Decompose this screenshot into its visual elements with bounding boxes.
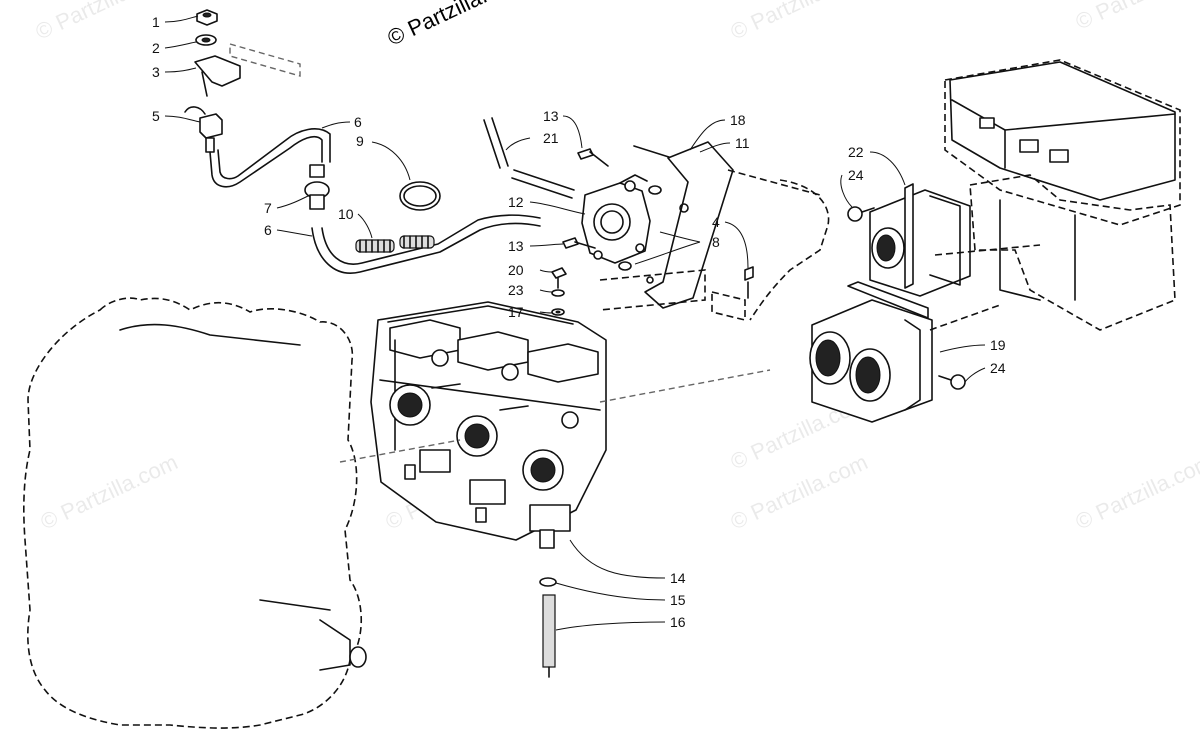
carburetor-assembly [370,301,607,549]
callout-label: 4 [712,214,720,230]
callout-label: 13 [543,108,559,124]
check-valve [304,164,330,210]
clamp-ring [399,181,441,211]
bolt-washers [551,267,567,316]
callout-label: 3 [152,64,160,80]
airbox-adapter-upper [869,183,1041,297]
watermark-layer: © Partzilla.com © Partzilla.com © Partzi… [32,0,1200,535]
callout-label: 13 [508,238,524,254]
callout-label: 10 [338,206,354,222]
engine-outline [23,297,771,729]
callout-label: 9 [356,133,364,149]
callout-label: 24 [848,167,864,183]
callout-label: 8 [712,234,720,250]
fuel-pump [581,174,651,264]
watermark: © Partzilla.com [1072,449,1200,534]
nut-washer-bracket [194,9,301,97]
callout-label: 20 [508,262,524,278]
callout-label: 7 [264,200,272,216]
watermark: © Partzilla.com [37,449,182,534]
callout-label: 2 [152,40,160,56]
watermark: © Partzilla.com [1072,0,1200,35]
callout-label: 19 [990,337,1006,353]
vacuum-hose-lower [311,214,541,274]
pump-washers [618,185,662,271]
callout-label: 21 [543,130,559,146]
callout-label: 22 [848,144,864,160]
springs [355,235,435,253]
callout-label: 24 [990,360,1006,376]
watermark: © Partzilla.com [384,0,529,51]
pump-mount-bracket [644,141,821,309]
push-rivets [847,206,966,390]
callout-label: 6 [354,114,362,130]
callout-leaders [164,15,986,631]
callout-label: 5 [152,108,160,124]
drain-hose [539,577,557,678]
solenoid-valve [184,106,223,153]
callout-label: 1 [152,14,160,30]
callout-labels: 1 2 3 5 6 9 7 10 6 13 21 18 11 12 4 8 13… [152,14,1006,630]
airbox-adapter-lower [809,281,1001,423]
callout-label: 12 [508,194,524,210]
vacuum-hose-upper [209,128,331,188]
pump-screws [562,148,609,249]
callout-label: 11 [735,135,750,151]
callout-label: 14 [670,570,686,586]
airbox [944,59,1181,331]
fuel-hose [483,117,575,199]
callout-label: 16 [670,614,686,630]
chassis-outline [599,179,830,322]
callout-label: 6 [264,222,272,238]
callout-label: 15 [670,592,686,608]
callout-label: 23 [508,282,524,298]
callout-label: 17 [508,304,524,320]
callout-label: 18 [730,112,746,128]
watermark: © Partzilla.com [727,0,872,45]
